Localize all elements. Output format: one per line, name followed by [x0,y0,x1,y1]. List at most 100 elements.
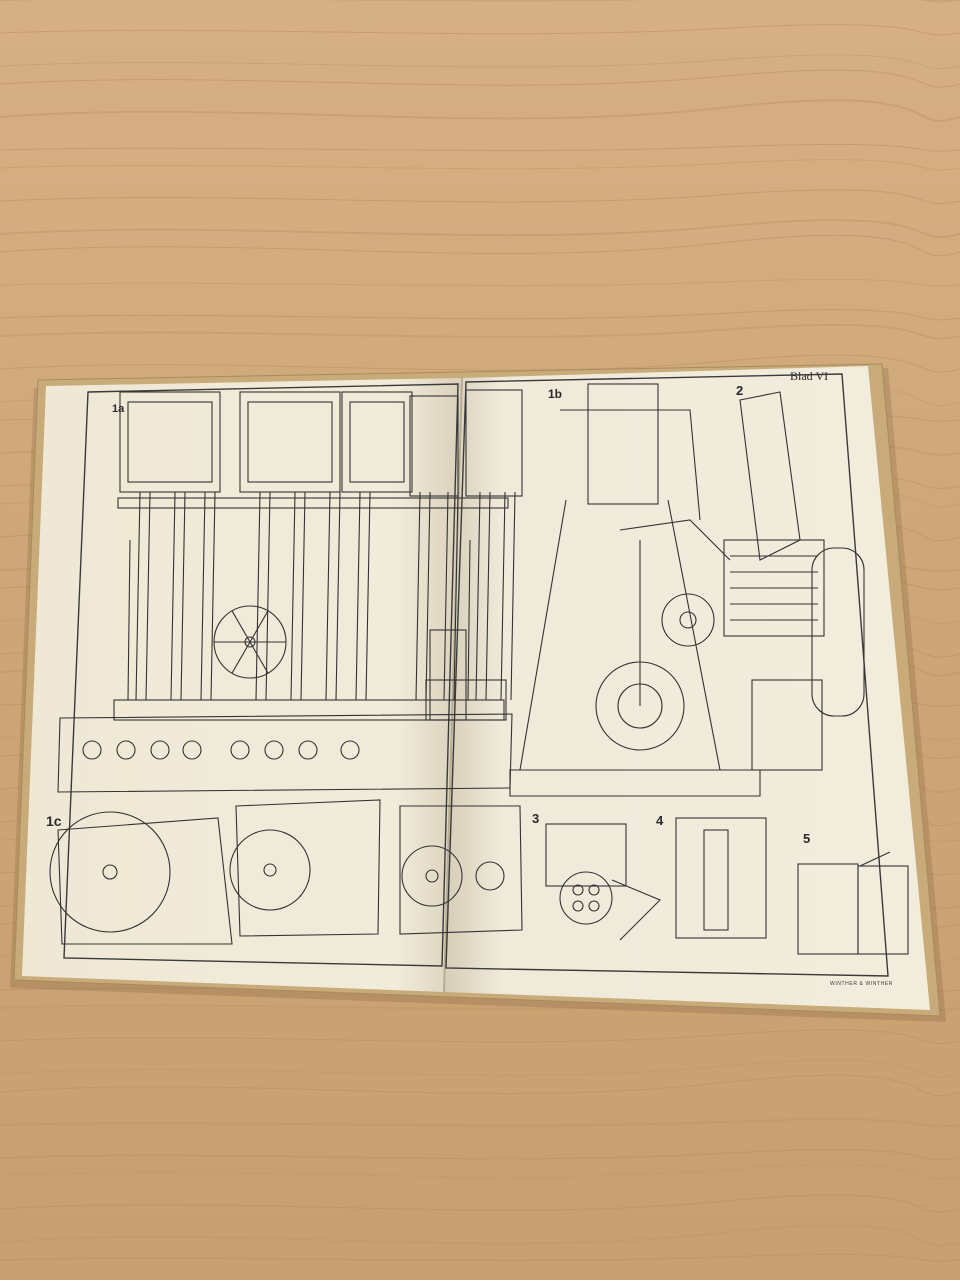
casing-outline-plan [235,799,381,937]
wood-grain-line [0,189,960,205]
piston-rod [170,491,176,701]
engine-foundation [509,769,761,797]
bedplate-bolt-hole [230,740,250,760]
bedplate-bolt-hole [150,740,170,760]
valve-port [588,900,600,912]
valve-chest [545,823,627,887]
left-page [22,378,462,992]
figure-label-2: 2 [736,383,744,398]
wood-grain-line [0,1149,960,1161]
valve-port [572,900,584,912]
engine-drawing [49,383,909,955]
bedplate-bolt-hole [116,740,136,760]
printer-credit: WINTHER & WINTHER [830,981,893,987]
figure-label-1c: 1c [46,813,62,829]
flywheel-plan [49,811,171,933]
pulley-plan [401,845,463,907]
cross-frame [117,497,509,509]
plate-frame-right [445,373,889,977]
figure-label-3: 3 [532,811,540,826]
figure-label-4: 4 [656,813,664,828]
cylinder-block [341,391,413,493]
piston-rod [335,491,341,701]
bedplate-bolt-hole [340,740,360,760]
cross-frame [113,699,505,721]
wood-grain-line [0,278,960,287]
air-vessel [811,547,865,717]
wood-grain-line [0,309,960,321]
valve-port [588,884,600,896]
figure-label-1b: 1b [548,387,563,401]
piston-rod [145,491,151,701]
piston-rod [290,491,296,701]
wood-grain-line [0,354,960,373]
wood-grain-line [0,1118,960,1128]
wood-grain-line [0,219,960,239]
piston-rod [510,491,516,701]
wood-grain-line [0,1224,960,1247]
gland-bore [703,829,729,931]
wood-grain-line [0,54,960,70]
wood-grain-line [0,159,960,171]
eccentric-wheel [661,593,715,647]
cylinder-bore [127,401,213,483]
piston-rod [200,491,206,701]
bedplate-bolt-hole [298,740,318,760]
wood-grain-line [0,99,960,122]
crank-shaft-plan [263,863,277,877]
piston-rod [300,491,306,701]
piston-rod [475,491,481,701]
piston-rod [325,491,331,701]
right-page [444,366,930,1010]
cylinder-bore [349,401,405,483]
wood-grain-line [0,1074,960,1097]
pump-chamber [751,679,823,771]
flywheel-shaft [102,864,118,880]
wood-grain-line [0,24,960,36]
handwheel-spoke [249,641,269,674]
wood-grain-line [0,1253,960,1262]
crank-plan [229,829,311,911]
piston-rod [210,491,216,701]
small-pulley-plan [475,861,505,891]
piston-rod [365,491,371,701]
piston-rod [485,491,491,701]
cylinder-block [119,391,221,493]
plate-frame-left [63,383,459,967]
piston-rod [415,491,421,701]
piston-rod [265,491,271,701]
figure-label-5: 5 [803,831,811,846]
cylinder-section [465,389,523,497]
valve-seat-plan [559,871,613,925]
piston-rod [135,491,141,701]
piston-rod [453,491,459,701]
inlet-pipe [859,851,891,867]
sheet-title: Blad VI [790,369,829,383]
wood-grain-line [0,323,960,340]
frame-column [127,539,471,701]
condenser-body [723,539,825,637]
bedplate-bolt-hole [82,740,102,760]
handwheel-spoke [231,610,251,643]
crankshaft-bearing [425,679,507,721]
pulley-hub [425,869,439,883]
piston-rod [355,491,361,701]
wood-grain-line [0,234,960,257]
valve-lug [611,879,661,941]
gland-section [675,817,767,939]
cylinder-block [239,391,341,493]
cylinder-end-view [587,383,659,505]
cylinder-section [409,395,459,497]
eccentric-hub [679,611,697,629]
wood-grain-line [0,69,960,88]
cylinder-cover [560,409,701,521]
handwheel-spoke [231,641,251,674]
bedplate-bolt-hole [182,740,202,760]
piston-rod [443,491,449,701]
valve-gear-link [619,519,731,561]
cylinder-bore [247,401,333,483]
figure-label-1a: 1a [112,403,125,415]
wood-grain-line [0,143,960,152]
